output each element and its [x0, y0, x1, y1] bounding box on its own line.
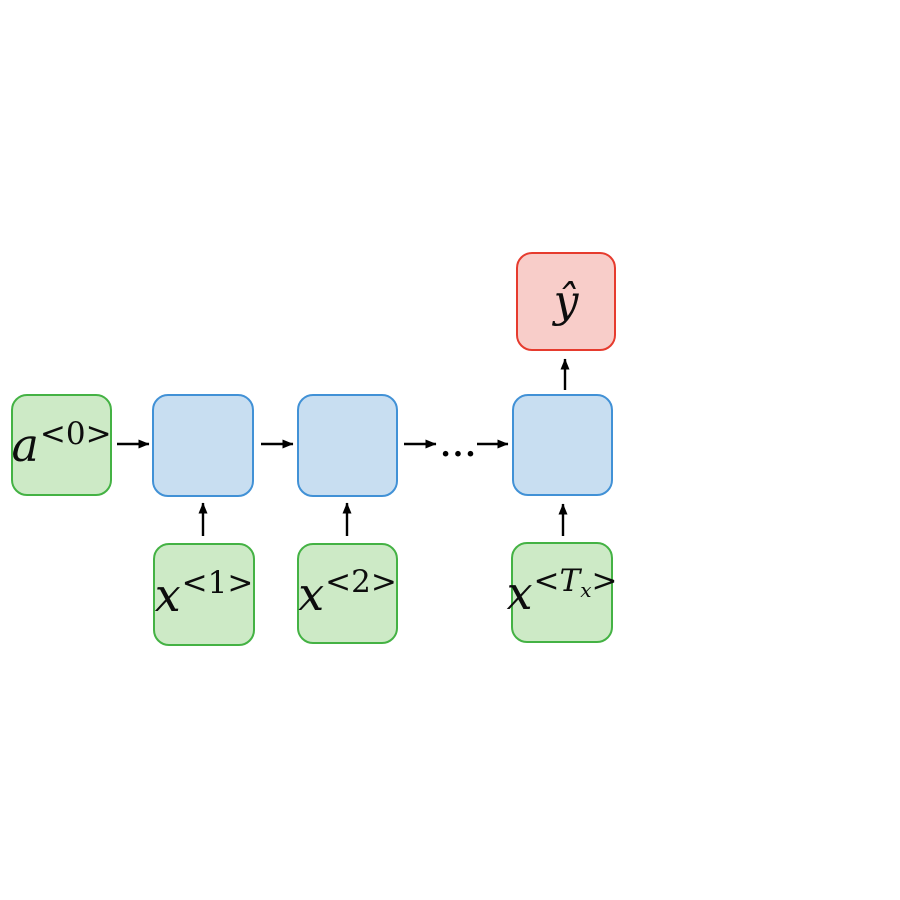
node-xTx: x<Tx> — [507, 542, 617, 643]
node-rnn-cell-2 — [297, 394, 398, 497]
node-rnn-cell-last — [512, 394, 613, 496]
node-x2: x<2> — [297, 543, 398, 644]
ellipsis: ... — [440, 429, 478, 464]
node-x2-label: x<2> — [298, 564, 397, 621]
node-x1-label: x<1> — [154, 565, 254, 622]
node-yhat: ŷ — [516, 252, 616, 351]
node-a0-label: a<0> — [11, 415, 112, 472]
node-x1: x<1> — [153, 543, 255, 646]
node-a0: a<0> — [11, 394, 112, 496]
node-yhat-label: ŷ — [553, 275, 579, 327]
node-xTx-label: x<Tx> — [506, 563, 618, 620]
node-rnn-cell-1 — [152, 394, 254, 497]
